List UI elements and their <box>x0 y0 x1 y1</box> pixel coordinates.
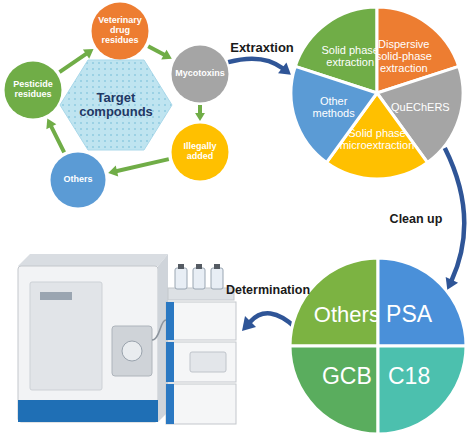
node-text: Illegally added <box>175 142 225 162</box>
node-outline <box>291 7 463 179</box>
ms-body <box>18 266 158 422</box>
lc-module <box>166 384 236 424</box>
node-text: GCB <box>307 364 387 389</box>
curved-arrow <box>250 313 296 328</box>
edge-label: Extraxtion <box>230 40 294 55</box>
pie-wedge: Other methods <box>291 7 463 179</box>
determination-arrow <box>242 313 296 331</box>
arrow-head <box>108 166 118 177</box>
quadrant-slice <box>290 346 378 434</box>
circle-shape <box>51 153 106 208</box>
node-outline <box>290 258 466 434</box>
arrow-head <box>161 50 172 60</box>
node-text: Dispersive solid-phase extraction <box>372 38 436 74</box>
step-arrow <box>445 148 464 290</box>
lc-strip <box>166 384 174 424</box>
category-circle: Illegally added <box>171 123 229 181</box>
cycle-arrow <box>148 46 172 59</box>
cycle-arrow <box>195 105 205 121</box>
connector-line <box>445 148 464 281</box>
node-text: PSA <box>369 302 449 327</box>
ms-top <box>18 254 168 266</box>
step-label: Determination <box>226 283 310 297</box>
lc-door <box>190 352 226 372</box>
lc-module <box>166 302 236 340</box>
circle-shape <box>92 3 149 60</box>
connector-line <box>59 53 86 72</box>
edge-label: Clean up <box>390 212 443 226</box>
quadrant-sector: C18 <box>290 258 466 434</box>
connector-line <box>116 159 169 171</box>
connector-line <box>228 59 283 69</box>
node-text: Others <box>53 175 103 185</box>
arrow-head <box>83 49 94 59</box>
ion-source <box>112 326 152 376</box>
node-text: Mycotoxins <box>173 69 227 79</box>
circle-shape <box>172 46 229 103</box>
category-circle: Pesticide residues <box>4 61 62 119</box>
bottle <box>193 268 205 289</box>
cycle-arrow <box>108 159 169 176</box>
target-hexagon: Target compounds <box>60 60 172 150</box>
node-text: C18 <box>369 364 449 389</box>
quadrant-slice <box>378 346 466 434</box>
ms-base <box>18 400 158 422</box>
category-circle: Veterinary drug residues <box>91 2 149 60</box>
ms-display <box>40 292 72 300</box>
arrow-head <box>446 277 458 290</box>
bottle-cap <box>196 264 202 269</box>
bottle <box>211 268 223 289</box>
lcms-instrument <box>18 254 236 424</box>
lc-strip <box>166 302 174 340</box>
solvent-tray <box>168 288 234 300</box>
pie-slice <box>291 66 377 162</box>
node-text: Solid phase extraction <box>319 44 381 68</box>
arrow-head <box>46 119 56 130</box>
node-text: Other methods <box>308 95 360 119</box>
category-circle: Others <box>50 152 106 208</box>
lc-module <box>166 342 236 382</box>
bottle-cap <box>214 264 220 269</box>
tubing <box>152 320 166 340</box>
arrow-head <box>195 113 205 121</box>
bottle <box>175 268 187 289</box>
cycle-arrow <box>46 119 64 153</box>
connector-line <box>198 105 202 114</box>
ms-panel <box>30 282 102 390</box>
cycle-arrow <box>59 49 93 72</box>
connector-line <box>148 46 165 55</box>
hexagon-shape <box>60 60 172 150</box>
connector-line <box>51 126 64 152</box>
circle-shape <box>5 62 62 119</box>
bottle-cap <box>178 264 184 269</box>
ion-source-window <box>122 341 142 361</box>
arrow-head <box>278 63 291 75</box>
node-text: QuEChERS <box>388 101 452 113</box>
node-text: Others <box>307 303 387 327</box>
node-text: Target compounds <box>74 91 158 120</box>
node-text: Veterinary drug residues <box>94 16 146 46</box>
step-arrow <box>228 59 291 75</box>
arrow-head <box>242 316 256 331</box>
category-circle: Mycotoxins <box>171 45 229 103</box>
circle-shape <box>172 124 229 181</box>
lc-strip <box>166 342 174 382</box>
node-text: Pesticide residues <box>7 80 59 100</box>
